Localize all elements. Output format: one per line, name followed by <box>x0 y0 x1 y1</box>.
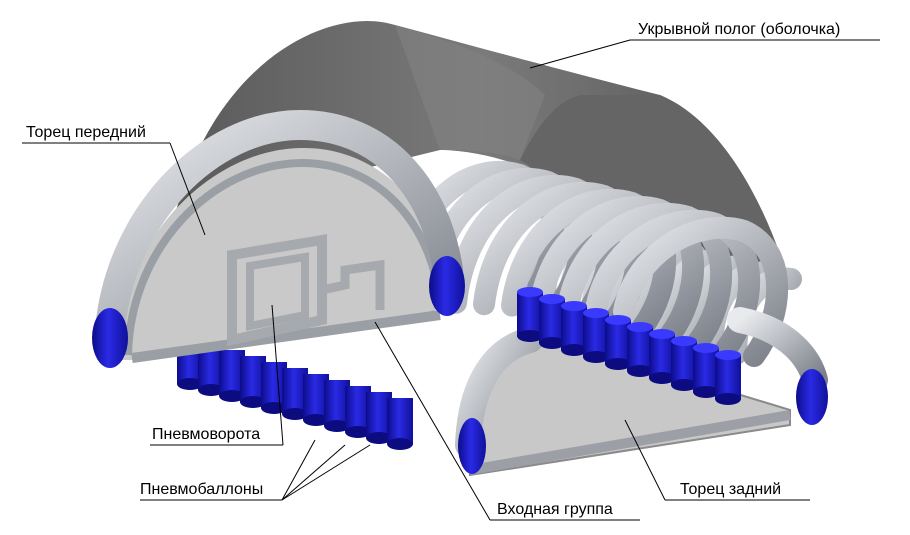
pneumatic-cylinder <box>387 398 413 450</box>
label-cover: Укрывной полог (оболочка) <box>638 21 840 38</box>
front-end-panel <box>118 147 455 363</box>
front-cap-row <box>177 338 413 450</box>
rear-end-cap-right <box>796 369 828 425</box>
rear-end-cap <box>605 315 631 370</box>
rear-end-cap <box>715 350 741 405</box>
labels: Укрывной полог (оболочка) Торец передний… <box>26 21 840 518</box>
label-entrance: Входная группа <box>497 501 613 518</box>
rear-end-cap <box>671 336 697 391</box>
label-cylinders: Пневмобаллоны <box>140 481 263 498</box>
leader-lines <box>22 39 880 521</box>
rear-end-cap <box>583 308 609 363</box>
rear-end-cap <box>627 322 653 377</box>
rear-end-cap-left <box>458 418 486 474</box>
label-front-end: Торец передний <box>26 124 146 141</box>
label-gate: Пневмоворота <box>152 426 260 443</box>
rear-end-cap <box>539 294 565 349</box>
rear-end-cap <box>693 343 719 398</box>
rear-end-cap <box>561 301 587 356</box>
middle-arch-tube <box>613 216 789 367</box>
rear-end-cap <box>649 329 675 384</box>
front-end-arch <box>92 109 465 368</box>
label-rear-end: Торец задний <box>680 481 781 498</box>
rear-end-cap <box>517 287 543 342</box>
rear-arch-tube <box>677 255 754 353</box>
rear-cap-row <box>517 287 741 405</box>
rear-end-arch <box>455 307 828 475</box>
front-end-cap-left <box>92 308 128 368</box>
front-end-cap-right <box>429 256 465 316</box>
pneumatic-gate <box>227 234 385 347</box>
